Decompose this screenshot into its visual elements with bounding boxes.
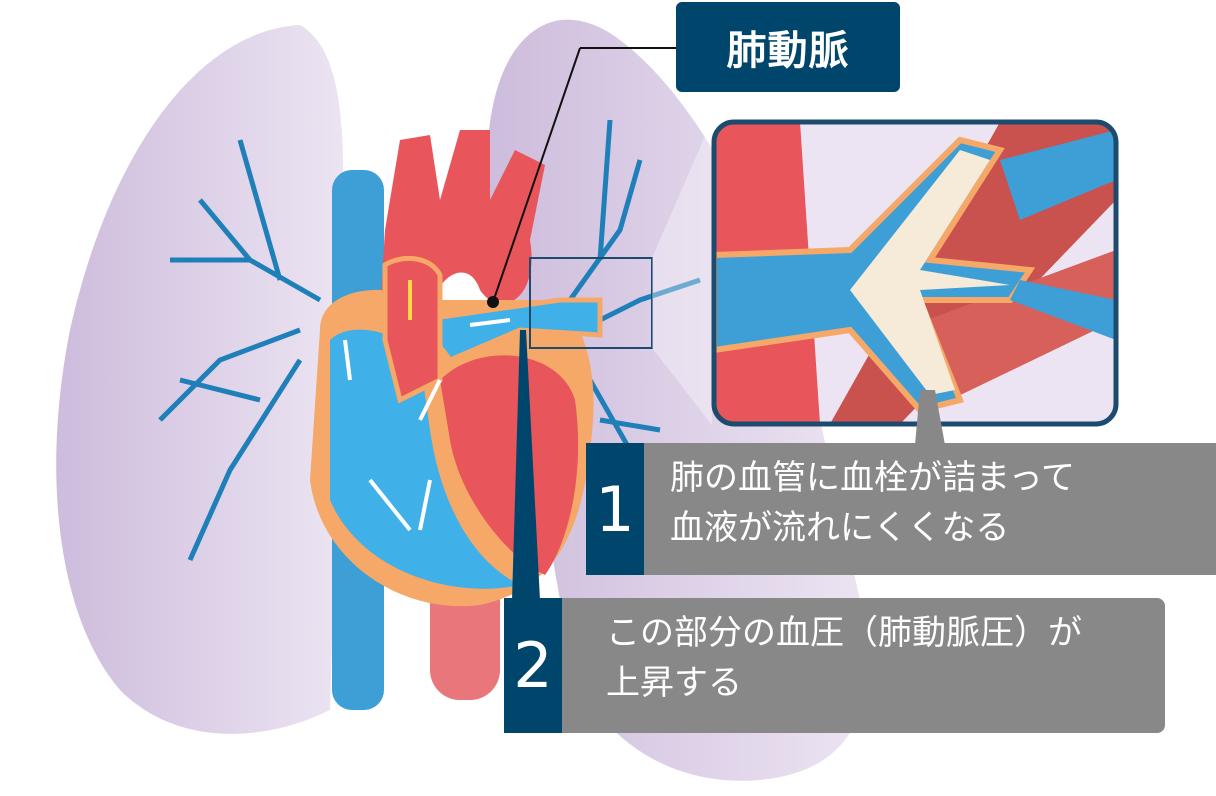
callout-2: 2 この部分の血圧（肺動脈圧）が 上昇する — [504, 598, 1165, 733]
left-atrium-aorta — [382, 255, 443, 404]
callout-number: 2 — [504, 598, 562, 733]
callout-line: 血液が流れにくくなる — [670, 508, 1010, 548]
callout-number: 1 — [586, 443, 644, 575]
callout-line: 上昇する — [606, 663, 742, 703]
right-ventricle — [330, 329, 520, 589]
callout-text: 肺の血管に血栓が詰まって 血液が流れにくくなる — [644, 443, 1075, 575]
right-pulmonary-vessels — [567, 119, 701, 452]
callout2-pointer — [512, 330, 540, 600]
callout-line: 肺の血管に血栓が詰まって — [670, 458, 1075, 498]
callout-line: この部分の血圧（肺動脈圧）が — [606, 613, 1082, 653]
left-ventricle — [440, 355, 579, 575]
callout-1: 1 肺の血管に血栓が詰まって 血液が流れにくくなる — [586, 443, 1216, 575]
inset-zoom — [711, 119, 1119, 427]
blood-flow-arrows — [343, 318, 511, 532]
callout1-pointer — [915, 390, 945, 445]
pulmonary-artery-label: 肺動脈 — [676, 2, 900, 92]
focus-box — [529, 257, 653, 349]
callout-text: この部分の血圧（肺動脈圧）が 上昇する — [562, 598, 1082, 733]
right-lung — [487, 19, 867, 781]
leader-dot — [487, 296, 499, 308]
pulmonary-artery — [415, 297, 603, 364]
left-pulmonary-vessels — [158, 139, 322, 562]
